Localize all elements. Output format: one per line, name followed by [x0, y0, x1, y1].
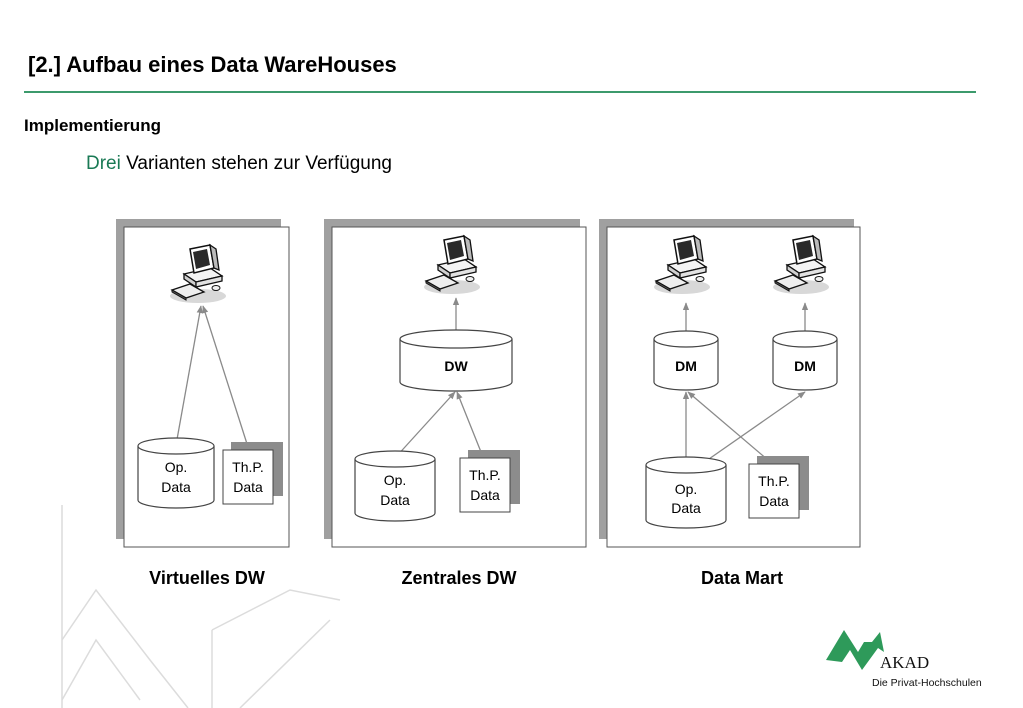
akad-logo: AKAD Die Privat-Hochschulen — [826, 630, 982, 689]
panel-data-mart: DM DM Op. Data Th.P. Data — [599, 219, 861, 548]
dm-label: DM — [794, 358, 816, 374]
dw-label: DW — [444, 358, 468, 374]
subtitle: Drei Varianten stehen zur Verfügung — [86, 153, 392, 175]
thp-data-label-2: Data — [759, 493, 789, 509]
thp-data-label-2: Data — [233, 479, 263, 495]
thp-data-box: Th.P. Data — [222, 442, 283, 505]
thp-data-label-2: Data — [470, 487, 500, 503]
logo-mark — [826, 630, 884, 670]
panel-label-virtuelles-dw: Virtuelles DW — [149, 568, 265, 588]
arrow — [687, 391, 776, 467]
dm-label: DM — [675, 358, 697, 374]
logo-tagline: Die Privat-Hochschulen — [872, 677, 982, 689]
op-data-cylinder: Op. Data — [354, 450, 436, 522]
op-data-label-2: Data — [380, 492, 410, 508]
panel-label-data-mart: Data Mart — [700, 568, 784, 588]
panel-zentrales-dw: DW Op. Data Th.P. Data — [324, 219, 587, 548]
op-data-label-2: Data — [671, 500, 701, 516]
dw-cylinder: DW — [399, 329, 513, 392]
thp-data-box: Th.P. Data — [748, 456, 809, 519]
op-data-label-2: Data — [161, 479, 191, 495]
arrow — [202, 305, 249, 448]
subtitle-text: Varianten stehen zur Verfügung — [120, 153, 392, 174]
logo-brand: AKAD — [880, 653, 929, 672]
arrow — [394, 391, 456, 459]
op-data-label-1: Op. — [675, 481, 698, 497]
section-heading: Implementierung — [24, 116, 161, 135]
dm-cylinder: DM — [772, 330, 838, 391]
subtitle-highlight: Drei — [86, 153, 121, 174]
panel-virtuelles-dw: Op. Data Th.P. Data — [116, 219, 290, 548]
thp-data-box: Th.P. Data — [459, 450, 520, 513]
panel-label-zentrales-dw: Zentrales DW — [401, 568, 517, 588]
op-data-cylinder: Op. Data — [645, 456, 727, 529]
title-divider — [24, 91, 976, 93]
thp-data-label-1: Th.P. — [469, 467, 501, 483]
op-data-label-1: Op. — [384, 472, 407, 488]
op-data-label-1: Op. — [165, 459, 188, 475]
thp-data-label-1: Th.P. — [232, 459, 264, 475]
slide-title: [2.] Aufbau eines Data WareHouses — [28, 52, 397, 77]
op-data-cylinder: Op. Data — [137, 437, 215, 509]
dm-cylinder: DM — [653, 330, 719, 391]
arrow — [175, 305, 203, 446]
thp-data-label-1: Th.P. — [758, 473, 790, 489]
